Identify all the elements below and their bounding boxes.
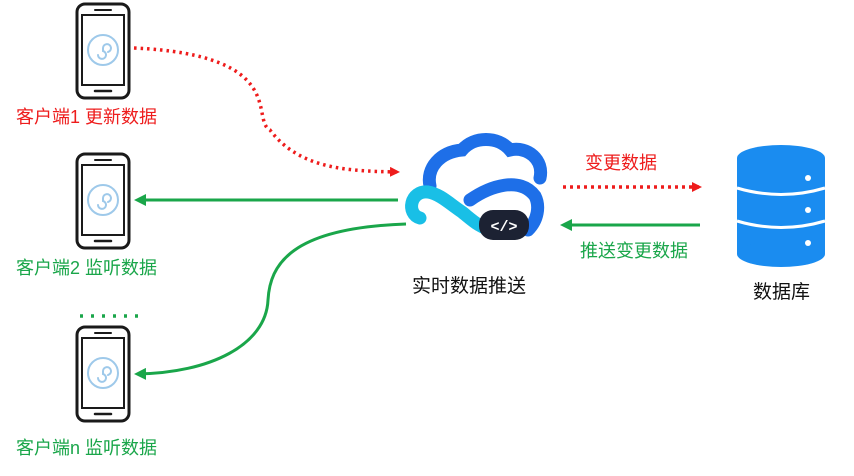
client-2-phone-icon bbox=[75, 152, 131, 250]
client-2-label: 客户端2 监听数据 bbox=[16, 258, 158, 278]
push-change-data-label: 推送变更数据 bbox=[580, 241, 688, 261]
client-1-label: 客户端1 更新数据 bbox=[16, 107, 158, 127]
cloud-icon: </> bbox=[405, 133, 548, 240]
change-data-label: 变更数据 bbox=[585, 153, 657, 173]
database-icon bbox=[736, 145, 826, 267]
database-label: 数据库 bbox=[753, 282, 811, 303]
client-n-label: 客户端n 监听数据 bbox=[16, 438, 158, 458]
client-1-phone-icon bbox=[75, 2, 131, 100]
service-label: 实时数据推送 bbox=[412, 276, 527, 297]
update-arrow bbox=[133, 46, 400, 177]
code-glyph: </> bbox=[490, 219, 517, 236]
listen-arrow-client-n bbox=[134, 222, 407, 380]
client-n-phone-icon bbox=[75, 325, 131, 423]
code-icon bbox=[479, 210, 529, 240]
